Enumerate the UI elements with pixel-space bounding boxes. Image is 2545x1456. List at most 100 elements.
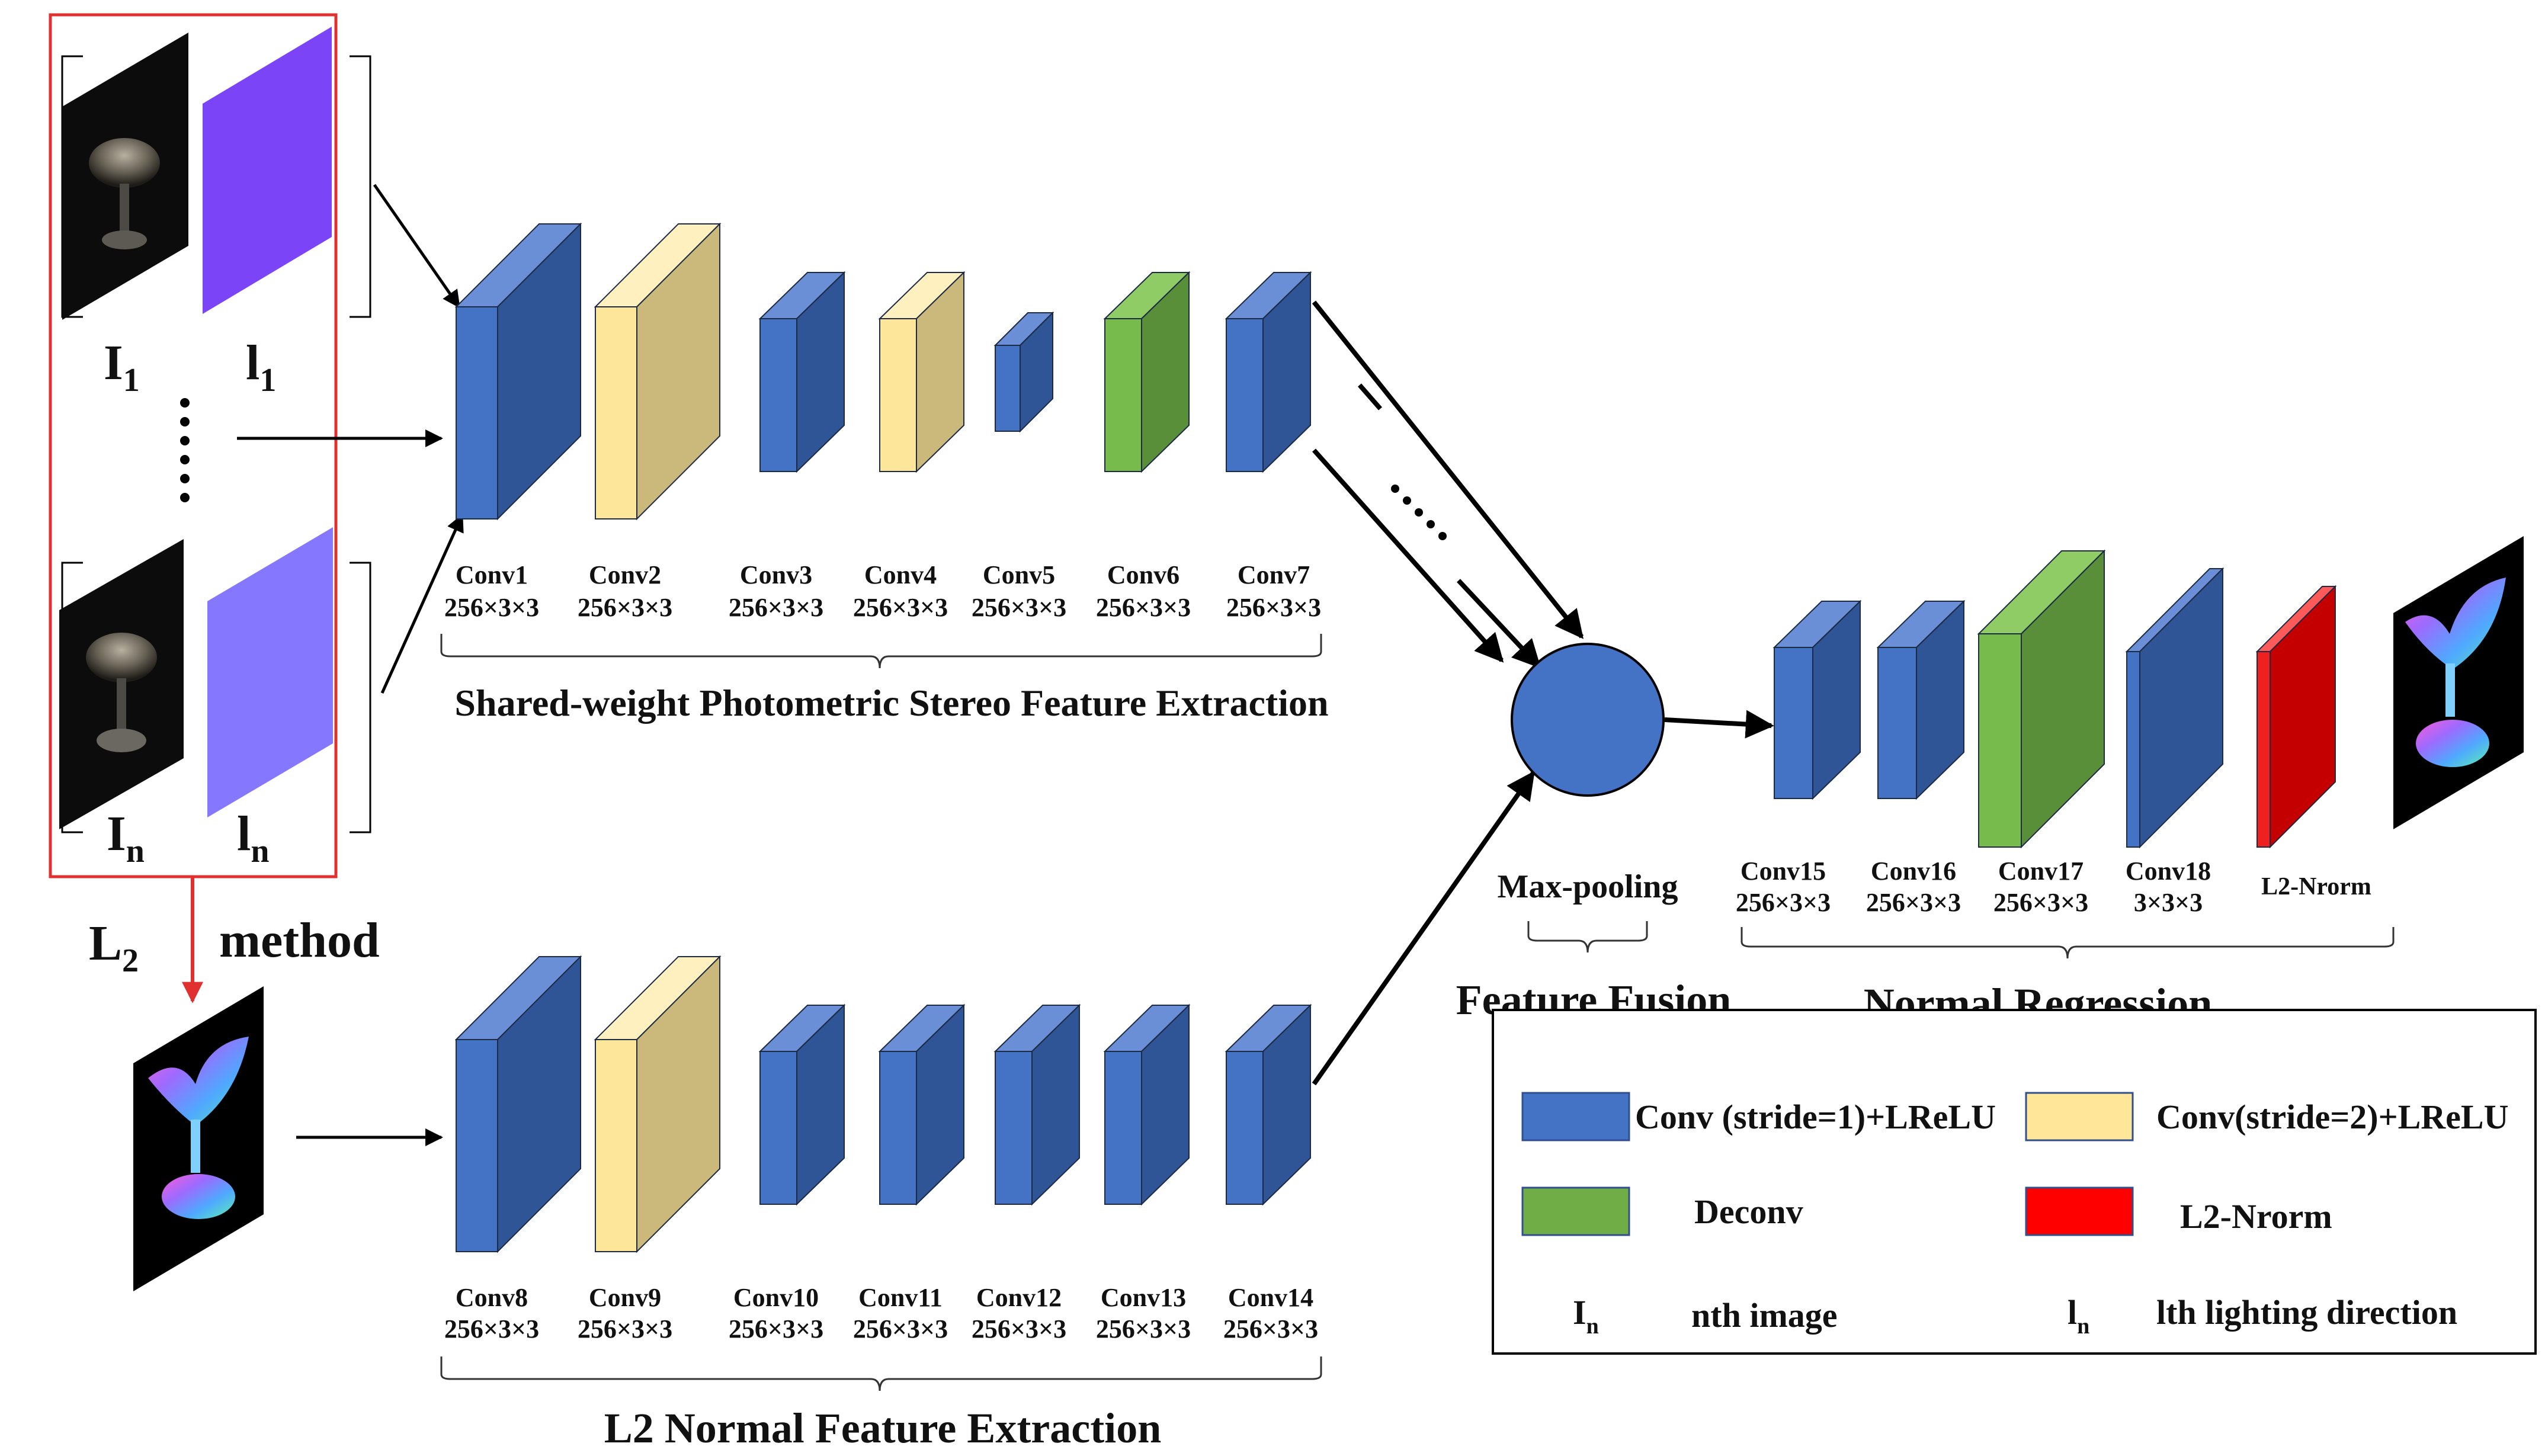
top-branch-title: Shared-weight Photometric Stereo Feature… xyxy=(454,682,1328,724)
bottom-layer-dims-conv12: 256×3×3 xyxy=(972,1314,1066,1343)
legend-desc-image: nth image xyxy=(1691,1296,1838,1335)
input-frame xyxy=(49,13,338,878)
bottom-layer-name-conv9: Conv9 xyxy=(589,1283,661,1312)
regression-layer-l2-nrorm-front-face xyxy=(2256,651,2271,848)
top-layer-name-conv3: Conv3 xyxy=(740,560,812,589)
regression-layer-l2-nrorm xyxy=(2255,585,2337,849)
bottom-layer-conv13 xyxy=(1103,1003,1191,1206)
top-layer-name-conv5: Conv5 xyxy=(983,560,1055,589)
legend-swatch-deconv xyxy=(1521,1186,1630,1236)
top-layer-conv7 xyxy=(1225,271,1312,473)
ellipsis-dots-vertical xyxy=(180,398,190,502)
legend-swatch-conv-stride2 xyxy=(2025,1092,2134,1141)
max-pooling-node xyxy=(1511,643,1665,797)
bottom-layer-conv10 xyxy=(758,1003,846,1206)
regression-layer-name-conv15: Conv15 xyxy=(1741,857,1826,886)
bottom-layer-conv9 xyxy=(594,955,722,1253)
input-light-n xyxy=(207,527,333,817)
label-ln: ln xyxy=(237,806,270,870)
top-branch-brace xyxy=(440,634,1322,669)
bottom-layer-conv9-front-face xyxy=(595,1039,637,1252)
arrow-conv7-to-fusion-mid-b xyxy=(1457,579,1541,669)
regression-layer-conv18-side-face xyxy=(2139,567,2223,849)
top-layer-conv3 xyxy=(758,271,846,473)
bottom-layer-conv12-front-face xyxy=(995,1051,1033,1205)
top-layer-dims-conv5: 256×3×3 xyxy=(972,593,1066,622)
label-method: method xyxy=(219,913,380,968)
bottom-layer-dims-conv11: 256×3×3 xyxy=(853,1314,948,1343)
regression-layer-l2-nrorm-side-face xyxy=(2270,585,2336,849)
legend-label-conv-stride1: Conv (stride=1)+LReLU xyxy=(1635,1098,1996,1136)
bottom-branch-layers: Conv8256×3×3Conv9256×3×3Conv10256×3×3Con… xyxy=(444,955,1318,1343)
bracket-right-bottom xyxy=(350,562,371,833)
regression-layer-dims-conv16: 256×3×3 xyxy=(1866,888,1961,917)
top-layer-dims-conv4: 256×3×3 xyxy=(853,593,948,622)
input-light-1 xyxy=(203,27,332,314)
bottom-layer-conv8-front-face xyxy=(456,1039,498,1252)
top-layer-dims-conv3: 256×3×3 xyxy=(729,593,823,622)
bottom-layer-conv14 xyxy=(1225,1003,1312,1206)
top-layer-conv1-front-face xyxy=(456,306,498,519)
bottom-layer-conv10-front-face xyxy=(759,1051,797,1205)
legend-label-deconv: Deconv xyxy=(1694,1192,1803,1231)
bottom-layer-conv12 xyxy=(993,1003,1081,1206)
legend-box xyxy=(1492,1009,2537,1355)
regression-layers: Conv15256×3×3Conv16256×3×3Conv17256×3×3C… xyxy=(1736,549,2371,917)
bottom-branch-brace xyxy=(440,1356,1322,1391)
regression-brace xyxy=(1741,927,2395,959)
top-layer-dims-conv6: 256×3×3 xyxy=(1096,593,1191,622)
top-layer-name-conv6: Conv6 xyxy=(1107,560,1179,589)
ellipsis-dots-diagonal xyxy=(1391,485,1447,540)
top-layer-name-conv2: Conv2 xyxy=(589,560,661,589)
top-layer-name-conv7: Conv7 xyxy=(1238,560,1310,589)
bottom-branch-title: L2 Normal Feature Extraction xyxy=(604,1404,1161,1452)
regression-layer-name-l2-nrorm: L2-Nrorm xyxy=(2261,873,2371,900)
arrow-conv7-to-fusion-2 xyxy=(1312,448,1504,663)
input-image-1 xyxy=(62,33,188,320)
label-l1: l1 xyxy=(246,335,276,399)
top-layer-conv1 xyxy=(454,222,582,521)
legend-symbol-light: ln xyxy=(2068,1293,2089,1339)
regression-layer-conv15 xyxy=(1772,599,1862,800)
bracket-right-top xyxy=(350,55,371,318)
bottom-layer-name-conv10: Conv10 xyxy=(733,1283,819,1312)
bottom-layer-conv14-front-face xyxy=(1226,1051,1264,1205)
arrow-conv7-to-fusion-1 xyxy=(1312,300,1584,639)
top-layer-conv4 xyxy=(878,271,966,473)
regression-layer-conv18 xyxy=(2125,567,2225,849)
input-image-n xyxy=(59,539,184,829)
regression-layer-conv15-front-face xyxy=(1774,647,1813,799)
top-layer-conv6-front-face xyxy=(1104,318,1142,472)
arrow-In-to-conv1 xyxy=(380,514,464,694)
bottom-layer-name-conv12: Conv12 xyxy=(976,1283,1062,1312)
bottom-layer-name-conv13: Conv13 xyxy=(1101,1283,1186,1312)
arrow-conv14-to-fusion xyxy=(1312,771,1536,1086)
bottom-layer-conv11-front-face xyxy=(879,1051,917,1205)
bottom-layer-dims-conv10: 256×3×3 xyxy=(729,1314,823,1343)
top-layer-name-conv1: Conv1 xyxy=(456,560,528,589)
regression-layer-name-conv18: Conv18 xyxy=(2126,857,2211,886)
top-layer-conv7-front-face xyxy=(1226,318,1264,472)
legend-symbol-image: In xyxy=(1573,1293,1599,1339)
top-layer-conv5 xyxy=(993,311,1054,433)
regression-layer-conv17-front-face xyxy=(1978,633,2022,848)
bottom-layer-conv8 xyxy=(454,955,582,1253)
regression-layer-name-conv17: Conv17 xyxy=(1998,857,2084,886)
regression-layer-dims-conv17: 256×3×3 xyxy=(1993,888,2088,917)
bottom-layer-dims-conv8: 256×3×3 xyxy=(444,1314,539,1343)
bottom-layer-dims-conv9: 256×3×3 xyxy=(578,1314,672,1343)
regression-layer-dims-conv15: 256×3×3 xyxy=(1736,888,1831,917)
bottom-layer-name-conv14: Conv14 xyxy=(1228,1283,1313,1312)
regression-layer-conv16 xyxy=(1876,599,1966,800)
legend-swatch-l2-norm xyxy=(2025,1186,2134,1236)
arrow-conv7-to-fusion-mid-a xyxy=(1357,383,1383,410)
top-layer-dims-conv1: 256×3×3 xyxy=(444,593,539,622)
regression-layer-dims-conv18: 3×3×3 xyxy=(2134,888,2203,917)
bottom-layer-name-conv8: Conv8 xyxy=(456,1283,528,1312)
regression-layer-name-conv16: Conv16 xyxy=(1871,857,1956,886)
top-layer-conv5-front-face xyxy=(995,345,1021,432)
arrow-I1-to-conv1 xyxy=(373,184,461,309)
bottom-layer-conv11 xyxy=(878,1003,966,1206)
bottom-layer-name-conv11: Conv11 xyxy=(858,1283,943,1312)
